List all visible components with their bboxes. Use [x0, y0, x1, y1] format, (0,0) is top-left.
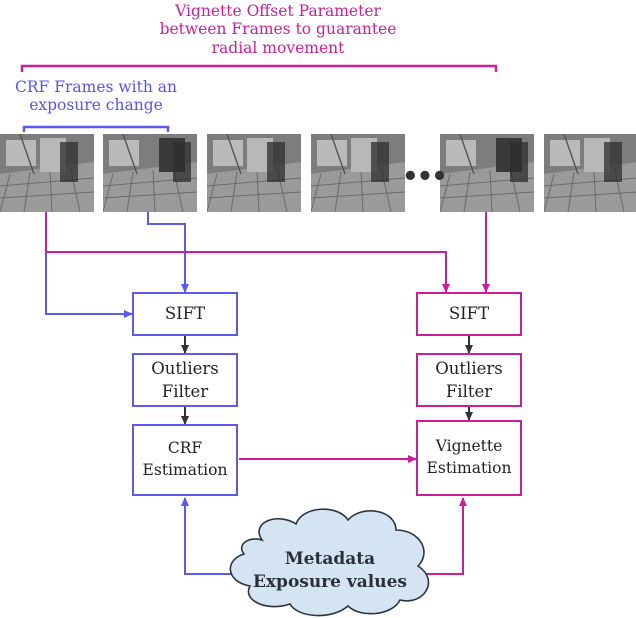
frame-thumbnail [311, 134, 405, 212]
frame1-to-left-sift-arrow [45, 212, 133, 318]
vignette-offset-label-line1: Vignette Offset Parameter [175, 2, 381, 20]
right-sift-label: SIFT [448, 304, 490, 324]
crf-estimation-label-line1: CRF [167, 439, 203, 458]
metadata-to-crf-arrow [181, 497, 232, 575]
frame-thumbnail [207, 134, 301, 212]
right-outliers-label-line1: Outliers [435, 358, 503, 378]
left-sift-label: SIFT [164, 304, 206, 324]
left-outliers-label-line2: Filter [161, 382, 209, 401]
vignette-estimation-box: Vignette Estimation [416, 420, 522, 496]
frame-thumbnail [103, 134, 197, 212]
left-outliers-label-line1: Outliers [151, 358, 219, 378]
crf-bracket [22, 125, 170, 132]
right-sift-box: SIFT [416, 292, 522, 336]
crf-estimation-box: CRF Estimation [132, 424, 238, 496]
metadata-cloud-text: Metadata Exposure values [240, 548, 420, 594]
crf-estimation-label-line2: Estimation [142, 461, 228, 479]
crf-frames-label-line2: exposure change [29, 96, 163, 115]
right-outliers-filter-box: Outliers Filter [416, 353, 522, 407]
vignette-estimation-label-line2: Estimation [426, 459, 512, 477]
crf-frames-label: CRF Frames with an exposure change [10, 78, 182, 115]
vignette-offset-label-line2: between Frames to guarantee [159, 20, 397, 39]
vignette-bracket [20, 64, 498, 72]
vignette-offset-label: Vignette Offset Parameter between Frames… [128, 2, 428, 57]
frame-thumbnail [440, 134, 534, 212]
vignette-offset-label-line3: radial movement [211, 38, 345, 57]
frame1-to-right-sift-arrow [45, 212, 450, 293]
frame2-to-left-sift-arrow [147, 212, 189, 293]
more-frames-ellipsis: ••• [402, 162, 448, 192]
vignette-estimation-label-line1: Vignette [435, 437, 503, 456]
frame-thumbnail [0, 134, 94, 212]
left-outliers-filter-box: Outliers Filter [132, 353, 238, 407]
frame-thumbnail [544, 134, 636, 212]
metadata-label-line1: Metadata [284, 549, 376, 569]
metadata-to-vignette-arrow [420, 497, 467, 575]
metadata-label-line2: Exposure values [252, 571, 408, 592]
right-outliers-label-line2: Filter [445, 382, 493, 401]
crf-frames-label-line1: CRF Frames with an [15, 78, 177, 96]
left-sift-box: SIFT [132, 292, 238, 336]
metadata-cloud [229, 508, 430, 617]
